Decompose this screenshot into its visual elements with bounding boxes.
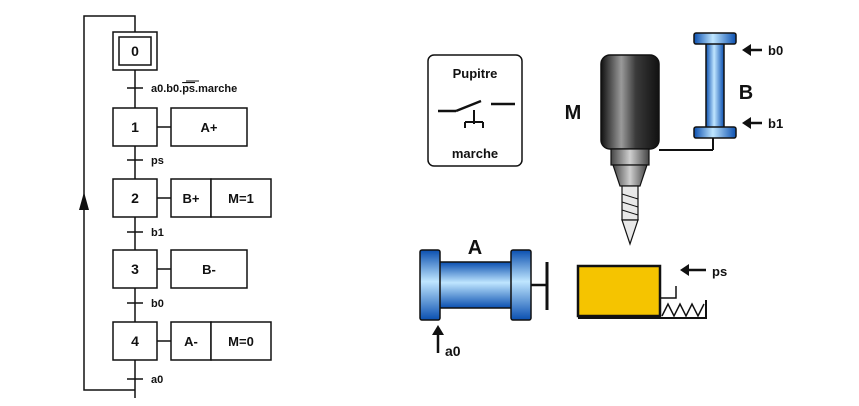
- transition-2-label: b1: [151, 227, 164, 239]
- step-4: 4 A- M=0: [112, 321, 272, 361]
- step-4-action-2: M=0: [228, 334, 254, 349]
- sensor-a0-label: a0: [445, 343, 461, 359]
- step-3-action: B-: [202, 262, 216, 277]
- step-2-number: 2: [131, 190, 139, 206]
- step-4-action-box-1: [170, 321, 212, 361]
- cylinder-b-label: B: [739, 82, 753, 104]
- step-2-action-box-1: [170, 178, 212, 218]
- a0-arrow-icon: [432, 325, 444, 335]
- workpiece: [576, 264, 707, 319]
- step-2-action-1: B+: [183, 191, 200, 206]
- sensor-b1-label: b1: [768, 116, 783, 131]
- b0-arrow-icon: [742, 44, 751, 56]
- pupitre-panel: Pupitre marche: [427, 54, 523, 167]
- b1-arrow-icon: [742, 117, 751, 129]
- transition-4-label: a0: [151, 374, 163, 386]
- step-3-action-box: [170, 249, 248, 289]
- step-0-number: 0: [131, 43, 139, 59]
- step-1-action: A+: [201, 120, 218, 135]
- spring-icon: [661, 302, 705, 318]
- transition-1-label: ps: [151, 155, 164, 167]
- motor-label: M: [565, 102, 582, 124]
- pupitre-title: Pupitre: [453, 66, 498, 81]
- cylinder-b: [659, 32, 737, 151]
- step-3: 3 B-: [112, 249, 248, 289]
- transition-0-label: a0.b0.ps.marche: [151, 83, 237, 95]
- cylinder-a: [419, 249, 549, 321]
- ps-arrow-icon: [680, 264, 689, 276]
- machine-schematic: Pupitre marche M: [419, 32, 783, 359]
- step-2-action-2: M=1: [228, 191, 254, 206]
- drill-motor: [600, 54, 660, 246]
- sensor-b0: b0: [742, 43, 783, 58]
- transition-3-label: b0: [151, 298, 164, 310]
- return-arrow-icon: [79, 192, 89, 210]
- step-2: 2 B+ M=1: [112, 178, 272, 218]
- step-1: 1 A+: [112, 107, 248, 147]
- grafcet: 0 a0.b0.ps.marche 1 A+ ps 2 B+ M=1: [79, 15, 272, 398]
- sensor-b0-label: b0: [768, 43, 783, 58]
- cylinder-a-label: A: [468, 237, 482, 259]
- sensor-b1: b1: [742, 116, 783, 131]
- step-0: 0: [112, 31, 158, 71]
- step-1-number: 1: [131, 119, 139, 135]
- sensor-ps-label: ps: [712, 264, 727, 279]
- sensor-a0: a0: [432, 325, 461, 359]
- step-4-action-box-2: [210, 321, 272, 361]
- step-2-action-box-2: [210, 178, 272, 218]
- step-4-number: 4: [131, 333, 139, 349]
- pupitre-button-label: marche: [452, 146, 498, 161]
- step-3-number: 3: [131, 261, 139, 277]
- step-1-action-box: [170, 107, 248, 147]
- grafcet-return-loop: [83, 15, 136, 391]
- marche-switch-icon[interactable]: [438, 99, 515, 128]
- step-4-action-1: A-: [184, 334, 198, 349]
- sensor-ps: ps: [680, 264, 727, 279]
